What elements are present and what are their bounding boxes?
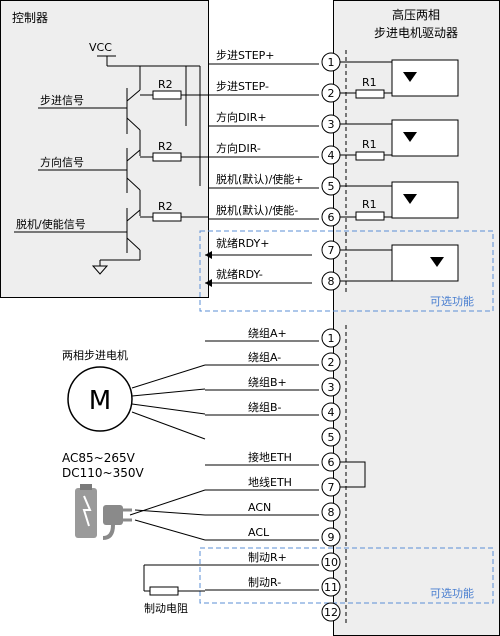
optocoupler-dir — [391, 119, 459, 157]
pin-circle — [321, 402, 341, 422]
pin-label: 制动R+ — [248, 551, 287, 564]
pin-circle — [321, 502, 341, 522]
pin-label: 就绪RDY- — [216, 267, 263, 281]
driver-subtitle: 步进电机驱动器 — [374, 26, 458, 40]
pin-label: ACN — [248, 501, 271, 514]
pin-label: 接地ETH — [248, 451, 292, 464]
pin-number: 9 — [328, 531, 335, 544]
svg-text:R1: R1 — [362, 76, 377, 89]
pin-number: 7 — [328, 244, 335, 257]
pin-number: 8 — [328, 275, 335, 288]
svg-text:R2: R2 — [158, 78, 173, 91]
pin-number: 3 — [328, 118, 335, 131]
pin-circle — [321, 377, 341, 397]
optocoupler-ready — [391, 244, 459, 282]
pin-circle — [321, 527, 341, 547]
svg-text:R2: R2 — [158, 140, 173, 153]
power-range-ac: AC85~265V — [62, 451, 136, 465]
pin-label: 地线ETH — [248, 475, 292, 489]
pin-number: 4 — [328, 149, 335, 162]
pin-number: 7 — [328, 481, 335, 494]
plug-icon — [75, 484, 132, 540]
pin-number: 3 — [328, 381, 335, 394]
pin-label: 绕组B+ — [248, 375, 287, 389]
transistors — [91, 66, 141, 275]
svg-text:R1: R1 — [362, 138, 377, 151]
pin-label: 绕组A- — [248, 350, 281, 364]
pin-label: 方向DIR+ — [216, 110, 267, 124]
optocoupler-enable — [391, 181, 459, 219]
svg-text:R2: R2 — [158, 200, 173, 213]
pin-label: 步进STEP+ — [216, 49, 275, 62]
pin-number: 6 — [328, 211, 335, 224]
pin-label: 方向DIR- — [216, 141, 261, 155]
signal-label-enable: 脱机/使能信号 — [16, 217, 86, 231]
driver-panel — [333, 0, 500, 636]
pin-number: 5 — [328, 180, 335, 193]
optional-label-ready: 可选功能 — [430, 294, 474, 308]
pin-number: 1 — [328, 56, 335, 69]
motor-title: 两相步进电机 — [62, 348, 128, 362]
pin-circle — [321, 328, 341, 348]
pin-number: 4 — [328, 406, 335, 419]
optocoupler-step — [391, 59, 459, 97]
svg-text:制动电阻: 制动电阻 — [144, 602, 188, 615]
optional-label-brake: 可选功能 — [430, 586, 474, 600]
optional-box-brake — [199, 547, 494, 604]
pin-number: 12 — [324, 606, 338, 619]
pin-number: 1 — [328, 332, 335, 345]
pin-number: 2 — [328, 356, 335, 369]
pin-label: 绕组B- — [248, 400, 282, 414]
pin-circle — [321, 352, 341, 372]
driver-inputs: R1 R1 R1 — [355, 59, 459, 282]
motor-symbol — [67, 366, 133, 432]
pin-label: 步进STEP- — [216, 80, 269, 93]
pin-circle — [321, 427, 341, 447]
pin-number: 6 — [328, 456, 335, 469]
control-terminal: 1 步进STEP+ 2 步进STEP- 3 方向DIR+ 4 方向DIR- 5 脱机(默认)/使能… — [209, 49, 392, 295]
pin-number: 8 — [328, 506, 335, 519]
svg-text:R1: R1 — [362, 198, 377, 211]
pin-circle — [321, 577, 341, 597]
motor-letter: M — [89, 386, 111, 416]
r2-resistors: R2 R2 R2 — [140, 78, 209, 222]
signal-label-dir: 方向信号 — [40, 155, 84, 169]
pin-number: 11 — [324, 581, 338, 594]
driver-title: 高压两相 — [392, 7, 440, 22]
pin-label: 制动R- — [248, 576, 281, 589]
optional-box-ready — [199, 230, 494, 312]
pin-label: 绕组A+ — [248, 326, 287, 340]
brake-resistor: 制动电阻 — [143, 564, 205, 615]
pin-circle — [321, 552, 341, 572]
pin-label: 脱机(默认)/使能- — [216, 203, 298, 217]
pin-label: 脱机(默认)/使能+ — [216, 172, 304, 186]
pin-number: 10 — [324, 556, 338, 569]
pin-label: ACL — [248, 526, 270, 539]
controller-title: 控制器 — [12, 11, 48, 25]
signal-label-step: 步进信号 — [40, 94, 84, 107]
power-range-dc: DC110~350V — [62, 466, 144, 480]
pin-circle — [321, 602, 341, 622]
pin-number: 2 — [328, 87, 335, 100]
vcc-label: VCC — [89, 41, 112, 54]
pin-label: 就绪RDY+ — [216, 236, 269, 250]
controller-panel — [0, 0, 209, 298]
pin-number: 5 — [328, 431, 335, 444]
